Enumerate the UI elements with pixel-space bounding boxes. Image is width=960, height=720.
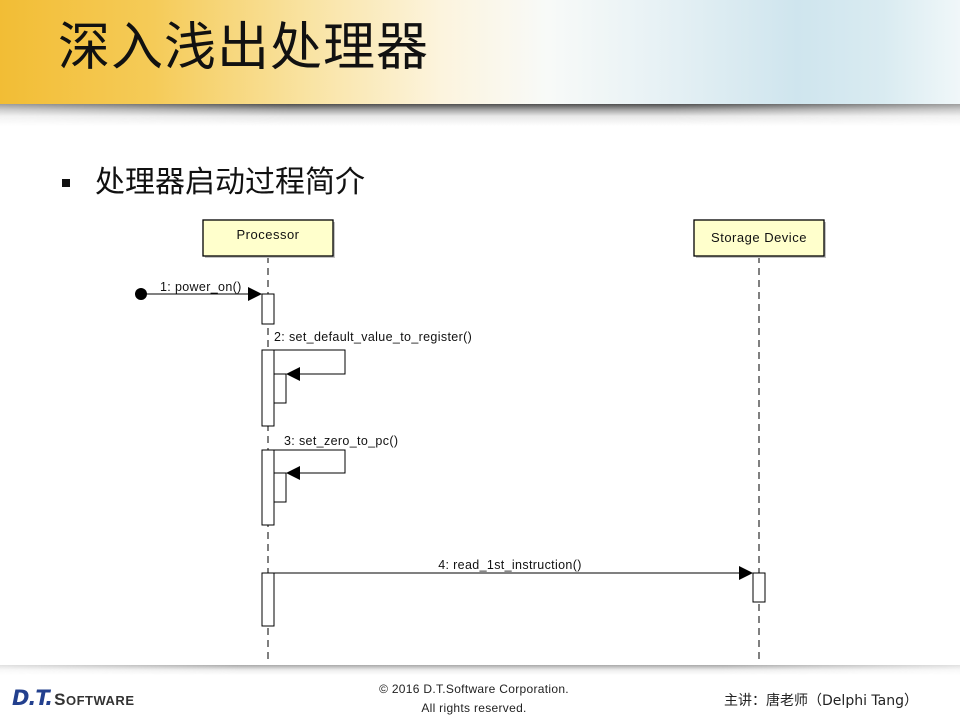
activation-bar — [261, 349, 275, 427]
participant-processor: Processor — [202, 219, 335, 258]
message-label: 1: power_on() — [160, 280, 242, 294]
arrowhead-right-icon — [739, 566, 753, 580]
lecturer-credit: 主讲：唐老师（Delphi Tang） — [724, 693, 918, 709]
copyright-text: © 2016 D.T.Software Corporation. — [379, 682, 569, 696]
message-3: 3: set_zero_to_pc() — [261, 434, 398, 526]
company-logo: D.T.SOFTWARE — [12, 686, 135, 710]
copyright-block: © 2016 D.T.Software Corporation. All rig… — [354, 680, 594, 718]
participant-label: Storage Device — [711, 230, 807, 245]
message-label: 2: set_default_value_to_register() — [274, 330, 472, 344]
arrowhead-left-icon — [286, 367, 300, 381]
nested-activation-bar — [273, 373, 287, 404]
message-label: 4: read_1st_instruction() — [438, 558, 582, 572]
message-2: 2: set_default_value_to_register() — [261, 330, 472, 427]
participant-box — [202, 219, 334, 257]
activation-bar — [261, 449, 275, 526]
bullet-text: 处理器启动过程简介 — [95, 165, 365, 200]
header-banner — [0, 0, 960, 104]
message-4: 4: read_1st_instruction() — [261, 558, 766, 627]
header-shadow — [0, 104, 960, 126]
self-message-line — [274, 349, 346, 375]
activation-bar-storage — [752, 572, 766, 603]
nested-activation-bar — [273, 472, 287, 503]
activation-bar — [261, 293, 275, 325]
sequence-diagram: Processor Storage Device 1: power_on() 2… — [135, 219, 826, 662]
message-label: 3: set_zero_to_pc() — [284, 434, 398, 448]
activation-bar — [261, 572, 275, 627]
initial-node — [135, 288, 147, 300]
message-1: 1: power_on() — [135, 280, 275, 325]
arrowhead-right-icon — [248, 287, 262, 301]
logo-dt-mark: D.T. — [12, 686, 53, 710]
footer-divider — [0, 665, 960, 675]
logo-software-text: SOFTWARE — [54, 690, 135, 709]
participant-label: Processor — [236, 227, 299, 242]
arrowhead-left-icon — [286, 466, 300, 480]
self-message-line — [274, 449, 346, 474]
participant-box — [693, 219, 825, 257]
participant-storage-device: Storage Device — [693, 219, 826, 258]
slide-title: 深入浅出处理器 — [58, 18, 430, 78]
rights-text: All rights reserved. — [421, 701, 527, 715]
bullet-square-icon — [62, 179, 70, 187]
